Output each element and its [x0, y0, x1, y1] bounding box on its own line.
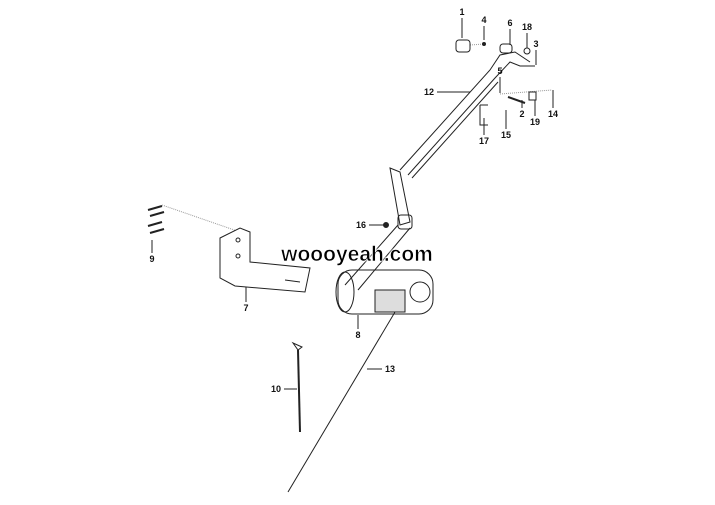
callout-5: 5	[497, 66, 503, 76]
callout-15: 15	[500, 130, 512, 140]
callout-4: 4	[481, 15, 487, 25]
clamp-part	[455, 39, 471, 53]
motor	[335, 269, 434, 315]
lower-arm	[344, 167, 413, 291]
cable	[287, 311, 396, 493]
callout-19: 19	[529, 117, 541, 127]
bolts	[147, 205, 165, 234]
upper-arm	[399, 39, 554, 179]
callout-10: 10	[270, 384, 282, 394]
callout-1: 1	[459, 7, 465, 17]
callout-17: 17	[478, 136, 490, 146]
callout-12: 12	[423, 87, 435, 97]
watermark: woooyeah.com	[281, 243, 433, 267]
callout-8: 8	[355, 330, 361, 340]
callout-18: 18	[521, 22, 533, 32]
callout-3: 3	[533, 39, 539, 49]
callout-14: 14	[547, 109, 559, 119]
callout-9: 9	[149, 254, 155, 264]
callout-7: 7	[243, 303, 249, 313]
callout-16: 16	[355, 220, 367, 230]
bracket	[219, 227, 311, 293]
callout-13: 13	[384, 364, 396, 374]
leader-lines	[151, 18, 554, 390]
dipstick	[291, 341, 303, 433]
callout-6: 6	[507, 18, 513, 28]
callout-2: 2	[519, 109, 525, 119]
